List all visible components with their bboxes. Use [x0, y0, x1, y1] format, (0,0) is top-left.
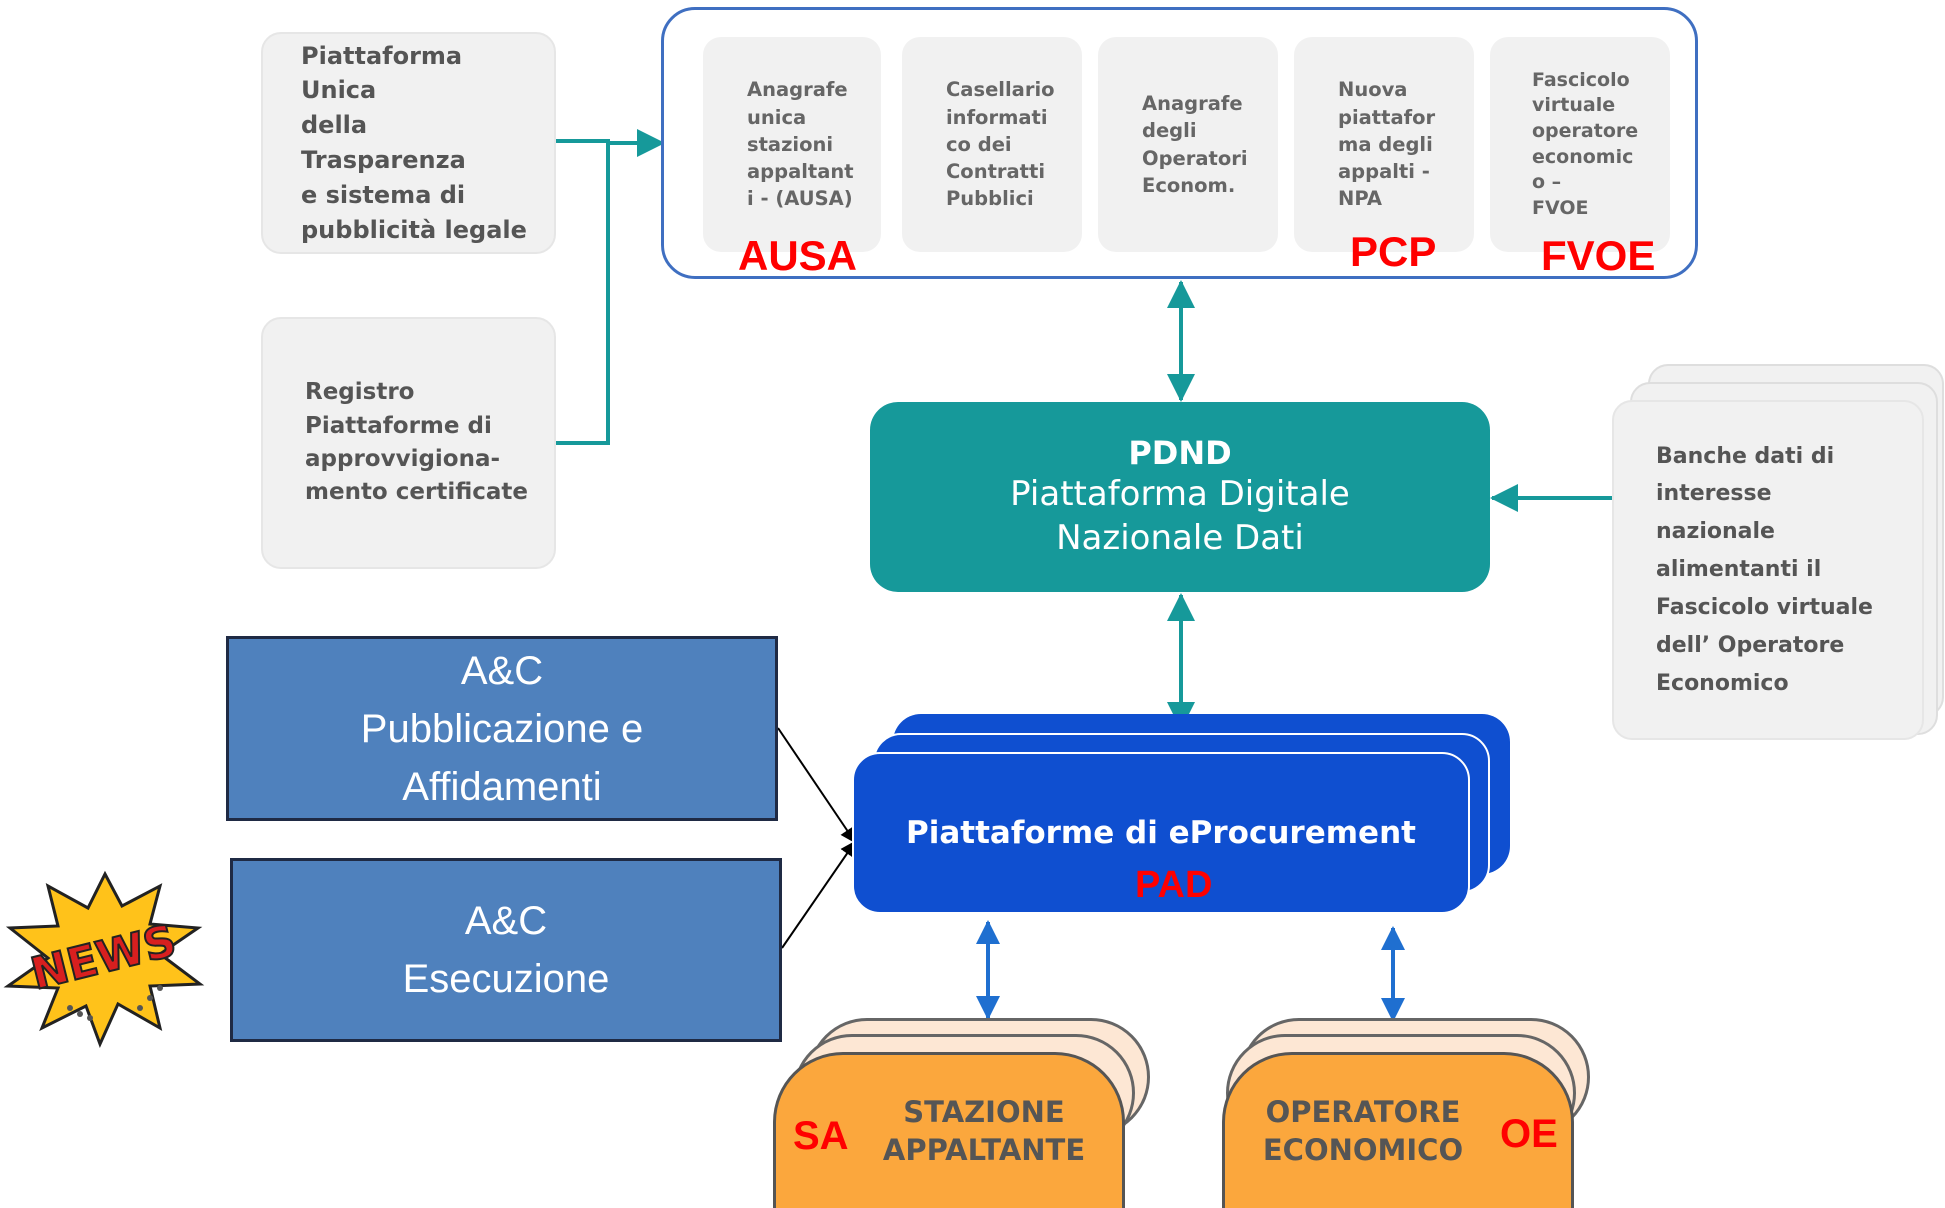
pdnd-subtitle: Piattaforma Digitale Nazionale Dati: [1010, 473, 1350, 558]
pdnd-box: PDND Piattaforma Digitale Nazionale Dati: [870, 402, 1490, 592]
label-pad: PAD: [1135, 864, 1213, 906]
ac-esecuzione-box: A&C Esecuzione: [230, 858, 782, 1042]
ac-pubblicazione-box: A&C Pubblicazione e Affidamenti: [226, 636, 778, 821]
banche-dati-box: Banche dati di interesse nazionale alime…: [1612, 400, 1924, 740]
card-anagrafe-operatori: Anagrafe degli Operatori Econom.: [1098, 37, 1278, 252]
card-casellario-text: Casellario informati co dei Contratti Pu…: [946, 78, 1055, 211]
eprocurement-box: Piattaforme di eProcurement: [852, 752, 1470, 914]
card-casellario: Casellario informati co dei Contratti Pu…: [902, 37, 1082, 252]
connector-left-top: [555, 139, 610, 445]
stazione-text: STAZIONE APPALTANTE: [882, 1094, 1086, 1167]
card-fvoe-text: Fascicolo virtuale operatore economic o …: [1532, 68, 1639, 219]
registro-box: Registro Piattaforme di approvvigiona- m…: [261, 317, 556, 569]
arrow-ac1-eproc: [777, 727, 857, 844]
stazione-appaltante-pill: STAZIONE APPALTANTE: [773, 1052, 1125, 1208]
piattaforma-unica-text: Piattaforma Unica della Trasparenza e si…: [301, 41, 527, 244]
pdnd-title: PDND: [1128, 433, 1232, 472]
ac-esecuzione-text: A&C Esecuzione: [402, 899, 610, 1001]
card-npa: Nuova piattafor ma degli appalti - NPA: [1294, 37, 1474, 252]
registro-text: Registro Piattaforme di approvvigiona- m…: [305, 379, 528, 506]
eprocurement-title: Piattaforme di eProcurement: [906, 815, 1416, 851]
banche-dati-text: Banche dati di interesse nazionale alime…: [1656, 443, 1873, 696]
label-fvoe: FVOE: [1541, 232, 1656, 279]
card-fvoe: Fascicolo virtuale operatore economic o …: [1490, 37, 1670, 252]
label-ausa: AUSA: [738, 232, 858, 279]
card-ausa: Anagrafe unica stazioni appaltant i - (A…: [703, 37, 881, 252]
piattaforma-unica-box: Piattaforma Unica della Trasparenza e si…: [261, 32, 556, 254]
operatore-economico-pill: OPERATORE ECONOMICO: [1222, 1052, 1574, 1208]
card-ausa-text: Anagrafe unica stazioni appaltant i - (A…: [747, 78, 854, 211]
ac-pubblicazione-text: A&C Pubblicazione e Affidamenti: [360, 648, 644, 809]
label-sa: SA: [793, 1114, 849, 1158]
card-npa-text: Nuova piattafor ma degli appalti - NPA: [1338, 78, 1436, 211]
label-pcp: PCP: [1350, 228, 1437, 275]
news-badge-icon: NEWS: [3, 870, 205, 1048]
operatore-text: OPERATORE ECONOMICO: [1262, 1094, 1464, 1167]
card-anagrafe-operatori-text: Anagrafe degli Operatori Econom.: [1142, 91, 1248, 197]
arrow-ac2-eproc: [781, 840, 857, 949]
label-oe: OE: [1500, 1112, 1558, 1156]
